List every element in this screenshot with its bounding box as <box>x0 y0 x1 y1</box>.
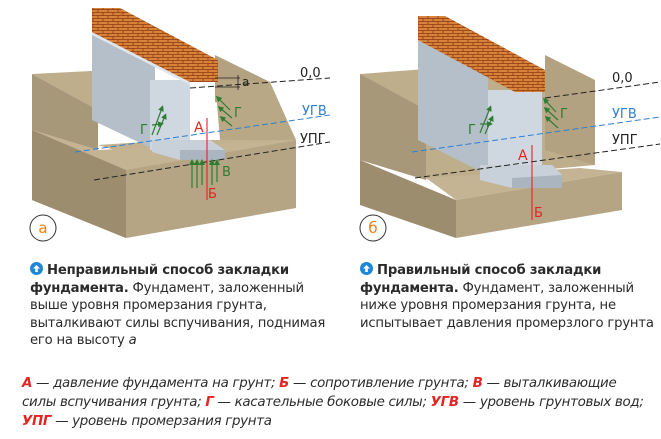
force-b-label: Б <box>534 206 543 221</box>
svg-text:б: б <box>368 219 377 237</box>
upg-label: УПГ <box>300 132 326 147</box>
svg-text:а: а <box>38 219 47 237</box>
diagram-b-correct-foundation: 0,0 УГВ УПГ Г Г А Б б <box>359 16 660 242</box>
level-zero-label: 0,0 <box>300 66 321 81</box>
caption-title: Неправильный способ закладки фундамента. <box>30 263 289 296</box>
tangential-forces-right <box>215 95 233 127</box>
dimension-a-label: а <box>242 75 249 89</box>
force-g-right-label: Г <box>234 106 242 121</box>
brick-wall <box>418 16 545 92</box>
badge-a: а <box>29 214 57 242</box>
diagram-a-incorrect-foundation: 0,0 УГВ УПГ а Г Г В А Б а <box>29 8 330 242</box>
brick-wall <box>92 8 218 82</box>
force-g-left-label: Г <box>468 123 476 138</box>
legend-text: — уровень промерзания грунта <box>51 414 272 429</box>
force-a-label: А <box>518 148 528 164</box>
info-arrow-icon <box>360 262 373 275</box>
ugv-label: УГВ <box>612 107 637 122</box>
legend-text: — касательные боковые силы; <box>213 395 431 410</box>
legend-text: — сопротивление грунта; <box>289 376 473 391</box>
badge-b: б <box>359 214 387 242</box>
caption-correct: Правильный способ закладки фундамента. Ф… <box>360 262 660 332</box>
legend-key: А <box>22 376 33 391</box>
ugv-line <box>74 114 330 153</box>
level-zero-line <box>544 81 660 99</box>
caption-body: Фундамент, заложенный ниже уровня промер… <box>360 280 654 331</box>
legend-text: — давление фундамента на грунт; <box>32 376 280 391</box>
legend-text: — выталкивающие силы вспучивания грунта; <box>22 376 617 410</box>
caption-body: Фундамент, заложенный выше уровня промер… <box>30 280 326 349</box>
tangential-forces-right <box>542 97 559 129</box>
upg-label: УПГ <box>612 133 638 148</box>
caption-title: Правильный способ закладки фундамента. <box>360 263 602 296</box>
caption-incorrect: Неправильный способ закладки фундамента.… <box>30 262 330 350</box>
legend-key: Г <box>205 395 214 410</box>
force-b-label: Б <box>208 187 217 202</box>
tangential-forces-left <box>151 105 167 136</box>
ugv-line <box>411 116 660 153</box>
legend-key: Б <box>279 376 290 391</box>
legend-key: В <box>472 376 483 391</box>
caption-variable: а <box>128 333 137 349</box>
heaving-forces <box>189 159 220 188</box>
level-zero-line <box>189 77 330 89</box>
force-a-label: А <box>194 120 204 136</box>
legend: А — давление фундамента на грунт; Б — со… <box>22 374 652 431</box>
foundation-wall <box>418 35 562 188</box>
level-zero-label: 0,0 <box>612 71 633 86</box>
soil-block <box>32 55 296 238</box>
force-v-label: В <box>222 165 231 180</box>
legend-key: УПГ <box>22 414 52 429</box>
legend-text: — уровень грунтовых вод; <box>458 395 644 410</box>
info-arrow-icon <box>30 262 43 275</box>
upg-line <box>414 143 660 179</box>
force-g-left-label: Г <box>140 123 148 138</box>
legend-key: УГВ <box>430 395 459 410</box>
tangential-forces-left <box>479 105 494 135</box>
force-g-right-label: Г <box>560 107 568 122</box>
ugv-label: УГВ <box>302 104 327 119</box>
